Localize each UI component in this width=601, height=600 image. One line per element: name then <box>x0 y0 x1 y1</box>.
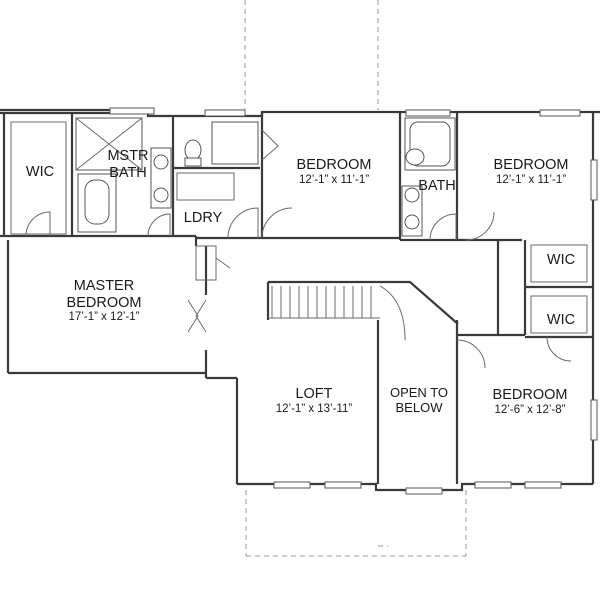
room-label-loft: LOFT 12’-1” x 13’-11” <box>250 386 378 416</box>
room-name: BATH <box>418 178 456 194</box>
room-name-line1: MSTR <box>107 148 149 164</box>
room-label-open-to-below: OPEN TO BELOW <box>384 385 454 416</box>
room-name: WIC <box>546 252 576 268</box>
room-name-line2: BATH <box>109 164 147 181</box>
room-name: WIC <box>25 164 55 180</box>
fixtures <box>75 117 456 237</box>
dashed-outline-lines <box>244 0 467 557</box>
room-label-laundry: LDRY <box>178 210 228 227</box>
room-name-line2: BEDROOM <box>66 294 142 311</box>
room-label-bedroom-2: BEDROOM 12’-1” x 11’-1” <box>270 157 398 187</box>
room-size: 12’-6” x 12’-8” <box>494 403 566 416</box>
room-name: BEDROOM <box>493 157 569 173</box>
stair-treads <box>268 285 406 341</box>
room-name: WIC <box>546 312 576 328</box>
room-label-wic-3: WIC <box>541 312 581 329</box>
room-name: LOFT <box>295 386 333 402</box>
room-label-bedroom-4: BEDROOM 12’-6” x 12’-8” <box>466 387 594 417</box>
room-label-bedroom-3: BEDROOM 12’-1” x 11’-1” <box>466 157 596 187</box>
room-label-wic-2: WIC <box>541 252 581 269</box>
room-name-line1: OPEN TO <box>389 385 449 400</box>
room-label-bath: BATH <box>413 178 461 195</box>
room-label-master-bath: MSTR BATH <box>102 148 154 181</box>
room-size: 17’-1” x 12’-1” <box>68 311 140 324</box>
room-label-master-bedroom: MASTER BEDROOM 17’-1” x 12’-1” <box>44 278 164 325</box>
room-name: LDRY <box>183 210 223 226</box>
room-name-line2: BELOW <box>395 399 443 415</box>
windows <box>109 107 598 495</box>
room-size: 12’-1” x 11’-1” <box>495 173 567 186</box>
room-name: BEDROOM <box>492 387 568 403</box>
interior-walls <box>10 112 593 484</box>
room-size: 12’-1” x 13’-11” <box>275 402 353 415</box>
room-label-wic-master: WIC <box>22 164 58 181</box>
door-swings <box>25 129 572 369</box>
room-name: BEDROOM <box>296 157 372 173</box>
room-name-line1: MASTER <box>73 278 135 294</box>
room-size: 12’-1” x 11’-1” <box>298 173 370 186</box>
